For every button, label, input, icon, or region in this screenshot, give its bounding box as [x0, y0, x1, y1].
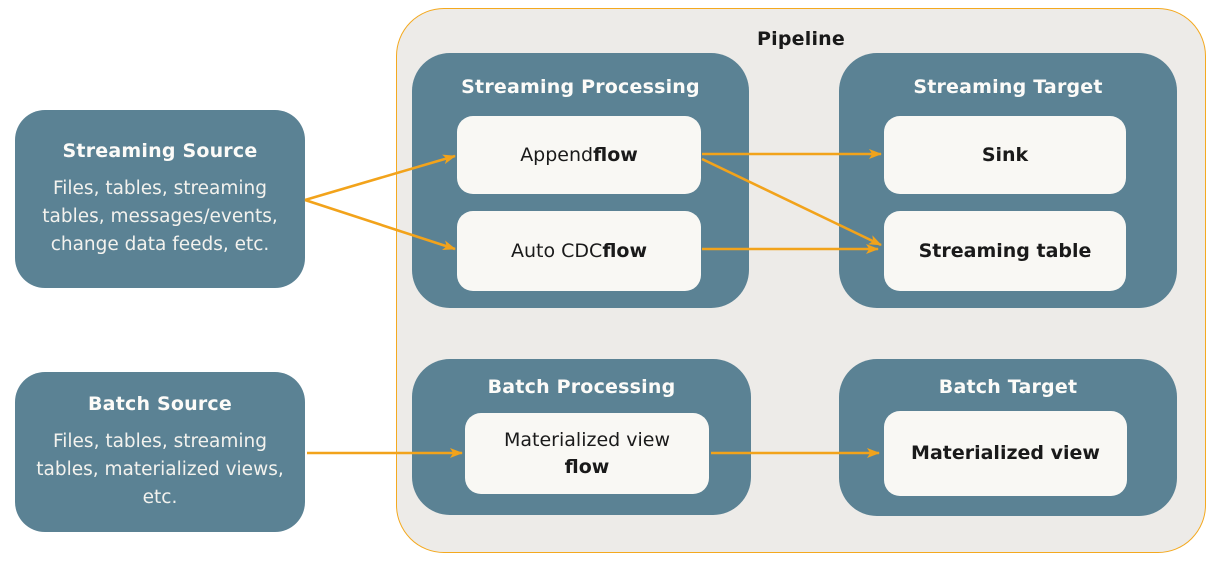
node-materialized-view-flow: Materialized view flow	[465, 413, 709, 494]
auto-cdc-flow-label-bold: flow	[602, 239, 648, 262]
node-streaming-table: Streaming table	[884, 211, 1126, 291]
streaming-table-label-bold: Streaming table	[918, 239, 1092, 262]
group-batch-processing: Batch Processing Materialized view flow	[412, 359, 751, 515]
group-streaming-target: Streaming Target Sink Streaming table	[839, 53, 1177, 308]
materialized-view-flow-label: Materialized view	[504, 428, 670, 451]
sink-label-bold: Sink	[981, 143, 1029, 166]
node-append-flow: Append flow	[457, 116, 701, 194]
group-batch-target: Batch Target Materialized view	[839, 359, 1177, 516]
streaming-processing-title: Streaming Processing	[461, 76, 700, 98]
materialized-view-flow-label-bold: flow	[564, 455, 610, 478]
streaming-target-title: Streaming Target	[913, 76, 1103, 98]
batch-processing-title: Batch Processing	[487, 376, 676, 398]
pipeline-container: Pipeline Streaming Processing Append flo…	[396, 8, 1206, 553]
append-flow-label: Append	[520, 143, 594, 166]
materialized-view-label-bold: Materialized view	[911, 442, 1100, 464]
pipeline-title: Pipeline	[757, 28, 845, 50]
append-flow-label-bold: flow	[593, 143, 638, 166]
streaming-source-description: Files, tables, streaming tables, message…	[42, 177, 278, 255]
node-auto-cdc-flow: Auto CDC flow	[457, 211, 701, 291]
streaming-source-title: Streaming Source	[62, 139, 258, 162]
node-batch-source: Batch Source Files, tables, streaming ta…	[15, 372, 305, 532]
batch-source-description: Files, tables, streaming tables, materia…	[36, 430, 284, 508]
group-streaming-processing: Streaming Processing Append flow Auto CD…	[412, 53, 749, 308]
auto-cdc-flow-label: Auto CDC	[510, 239, 603, 262]
node-streaming-source: Streaming Source Files, tables, streamin…	[15, 110, 305, 288]
node-sink: Sink	[884, 116, 1126, 194]
batch-target-title: Batch Target	[938, 376, 1078, 398]
node-materialized-view: Materialized view	[884, 411, 1127, 496]
batch-source-title: Batch Source	[88, 392, 232, 415]
